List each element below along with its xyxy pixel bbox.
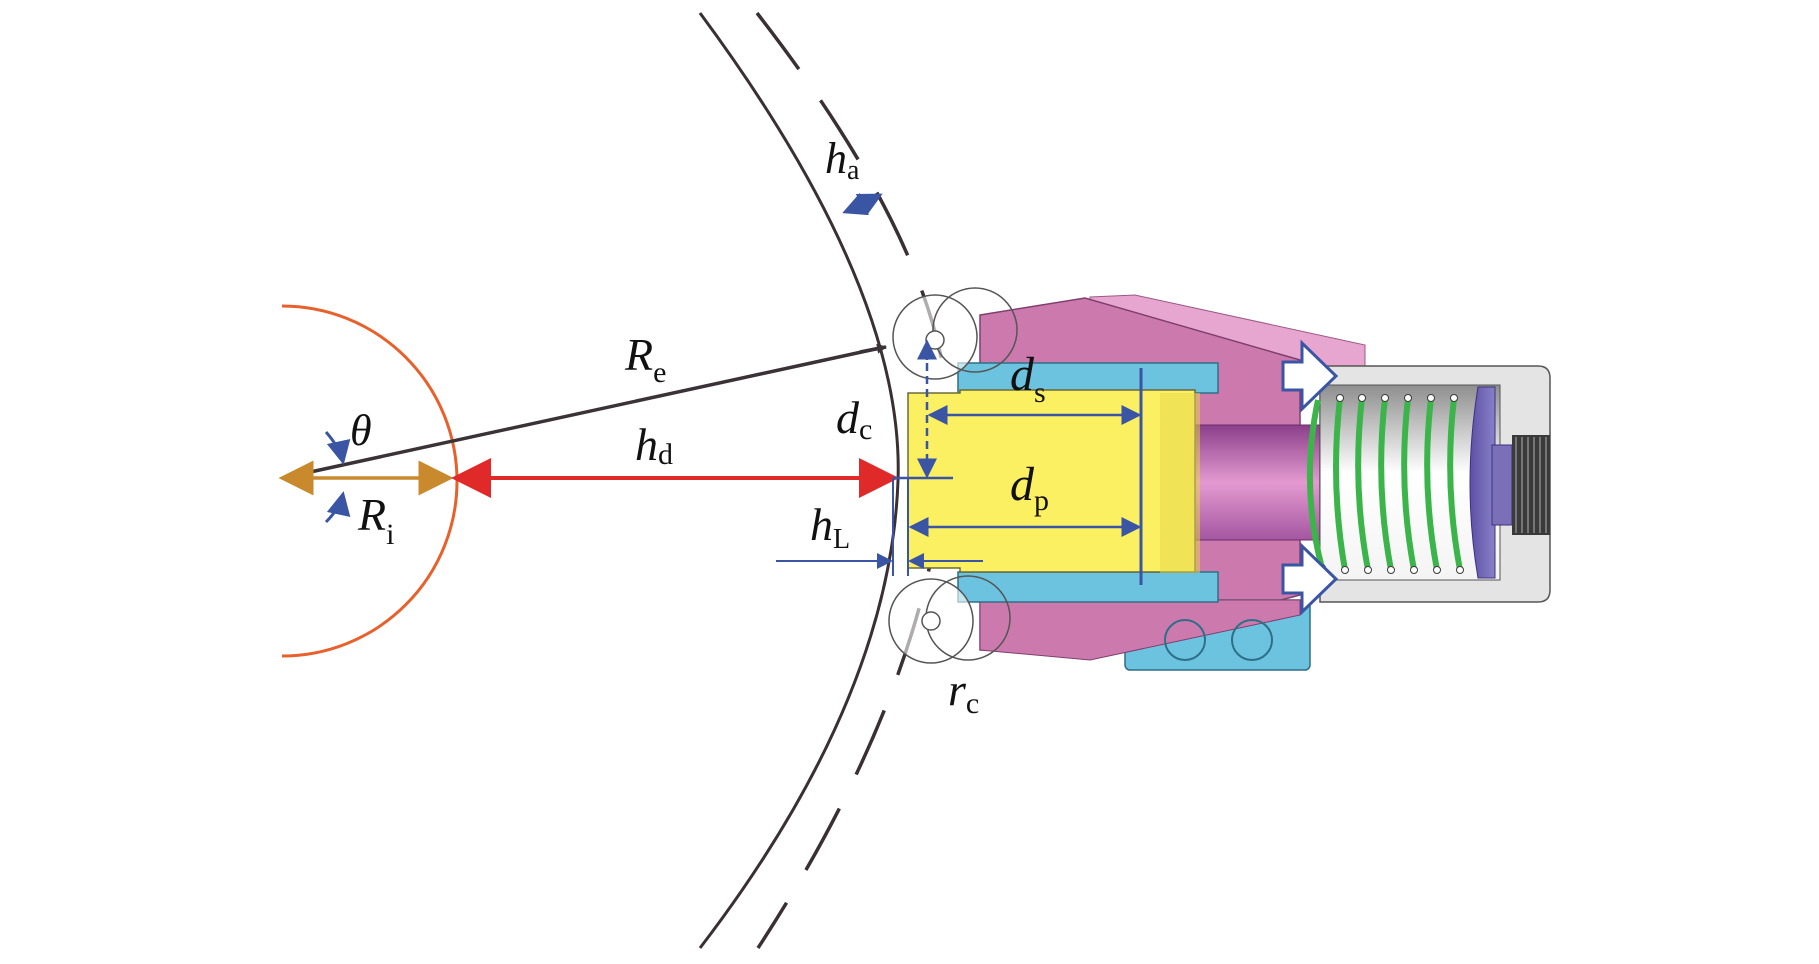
force-arrow-lower xyxy=(1281,542,1339,616)
label-theta: θ xyxy=(350,406,372,455)
sleeve-lower xyxy=(957,571,1219,603)
workpiece-surface-arc xyxy=(698,12,900,949)
probe-assembly xyxy=(888,287,1551,671)
theta-angle-arc xyxy=(324,491,351,524)
Re-arrow xyxy=(291,346,881,479)
label-hL: hL xyxy=(810,499,850,555)
sleeve-upper xyxy=(957,362,1219,394)
adjusting-plug xyxy=(1469,386,1496,579)
theta-angle-arc xyxy=(324,431,351,465)
label-hd: hd xyxy=(635,419,673,471)
label-ds: ds xyxy=(1010,348,1046,409)
threaded-port xyxy=(1512,435,1550,535)
label-dp: dp xyxy=(1010,458,1049,517)
Re-arrow-head xyxy=(859,343,887,354)
plug-head xyxy=(1491,444,1513,526)
piston-shoulder xyxy=(1160,393,1200,573)
compression-spring xyxy=(1306,397,1463,571)
piston xyxy=(907,389,1196,573)
label-dc: dc xyxy=(836,392,872,446)
mount-bolt-hole xyxy=(1231,619,1273,661)
roller-lower xyxy=(888,575,1011,664)
label-rc: rc xyxy=(948,664,979,720)
label-Re: Re xyxy=(624,329,666,389)
ha-dimension-arrow xyxy=(854,193,883,216)
force-arrow-upper xyxy=(1281,339,1339,413)
label-Ri: Ri xyxy=(357,489,394,551)
label-ha: ha xyxy=(825,134,860,186)
mount-bolt-hole xyxy=(1164,619,1206,661)
housing-lower-wedge xyxy=(979,599,1301,661)
inner-radius-arc xyxy=(281,304,459,658)
